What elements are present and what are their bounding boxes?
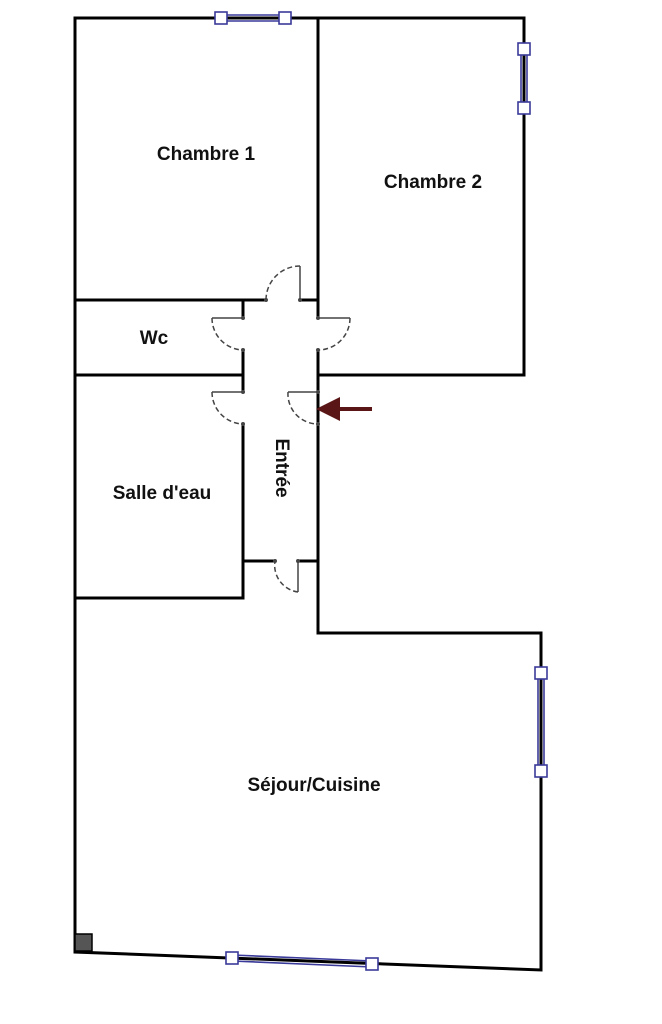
- door-sejour: [273, 560, 299, 593]
- windows: [214, 11, 548, 971]
- room-label-entree: Entrée: [271, 438, 292, 497]
- room-label-chambre-1: Chambre 1: [157, 144, 256, 165]
- door-jamb-dots: [241, 298, 320, 563]
- door-salle-deau: [211, 391, 244, 425]
- corner-marker: [74, 933, 93, 952]
- room-label-wc: Wc: [140, 328, 169, 349]
- door-chambre1: [265, 265, 301, 301]
- window-sejour-right: [534, 666, 548, 778]
- room-label-chambre-2: Chambre 2: [384, 172, 482, 193]
- doors: [211, 265, 351, 593]
- room-label-salle-deau: Salle d'eau: [113, 483, 212, 504]
- window-chambre2: [517, 42, 531, 115]
- room-label-sejour-cuisine: Séjour/Cuisine: [247, 775, 380, 796]
- room-labels: Chambre 1 Chambre 2 Wc Salle d'eau Entré…: [113, 144, 482, 796]
- entry-arrow: [316, 397, 372, 421]
- door-wc: [211, 317, 244, 351]
- window-chambre1: [214, 11, 292, 25]
- window-sejour-bottom: [225, 951, 379, 971]
- door-entree: [287, 391, 319, 425]
- door-chambre2: [317, 317, 351, 351]
